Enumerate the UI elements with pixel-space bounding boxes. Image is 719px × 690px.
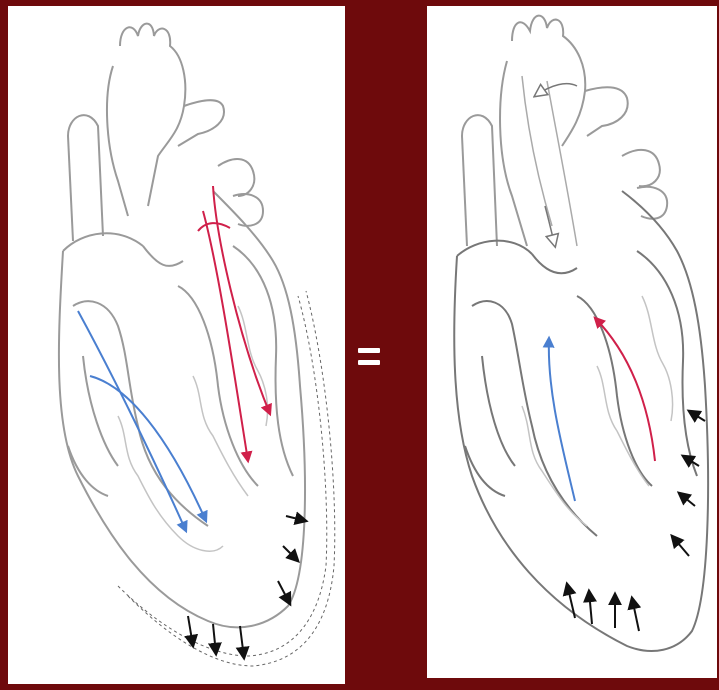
aortic-outflow-outline [522, 76, 577, 246]
right-heart-panel [427, 6, 717, 678]
aortic-outflow-arrows [535, 84, 577, 246]
great-vessels [68, 24, 263, 241]
red-flow-arrows [198, 186, 270, 461]
wall-contraction-arrows [567, 411, 705, 631]
wall-expansion-arrows [188, 516, 306, 658]
left-heart-illustration [8, 6, 345, 684]
right-heart-illustration [427, 6, 717, 678]
blue-flow-arrows [549, 338, 575, 501]
great-vessels [462, 16, 667, 246]
heart-outline [454, 191, 708, 651]
equals-bar-top [358, 348, 380, 353]
equals-bar-bottom [358, 360, 380, 365]
expansion-dashed-outlines [118, 291, 335, 666]
ventricle-inner-outlines [522, 296, 673, 526]
left-heart-panel [8, 6, 345, 684]
equals-sign: = [356, 338, 384, 372]
